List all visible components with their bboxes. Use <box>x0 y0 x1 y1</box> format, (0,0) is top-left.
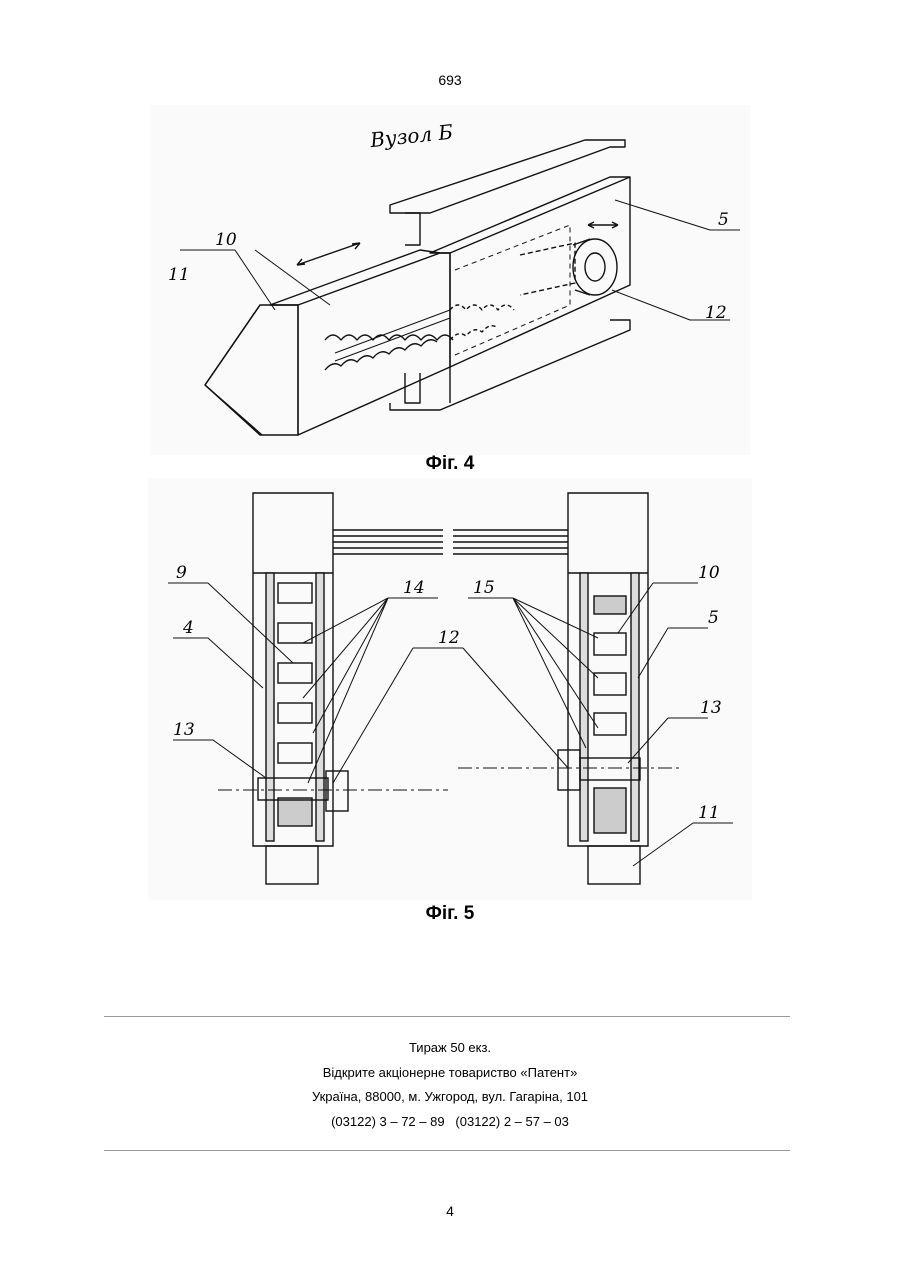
imprint-address: Україна, 88000, м. Ужгород, вул. Гагарін… <box>0 1085 900 1110</box>
fig5-label-12: 12 <box>438 628 460 648</box>
fig4-label-5: 5 <box>718 210 729 230</box>
imprint-bottom-rule <box>104 1150 790 1151</box>
figure-5-drawing: 9 4 13 14 12 15 10 5 13 11 <box>148 478 752 900</box>
imprint-phones: (03122) 3 – 72 – 89 (03122) 2 – 57 – 03 <box>0 1110 900 1135</box>
figure-4-caption: Фіг. 4 <box>0 453 900 475</box>
page-number-top: 693 <box>0 72 900 88</box>
figure-4-drawing: Вузол Б 10 11 5 12 <box>150 105 750 455</box>
fig4-label-10: 10 <box>215 230 237 250</box>
fig5-label-15: 15 <box>473 578 495 598</box>
fig5-label-10: 10 <box>698 563 720 583</box>
imprint-top-rule <box>104 1016 790 1017</box>
fig5-label-13-left: 13 <box>173 720 195 740</box>
fig5-label-5: 5 <box>708 608 719 628</box>
fig5-label-4: 4 <box>182 618 194 638</box>
page-number-bottom: 4 <box>0 1203 900 1219</box>
fig5-label-14: 14 <box>403 578 425 598</box>
fig4-label-11: 11 <box>168 265 190 285</box>
fig5-label-13-right: 13 <box>700 698 722 718</box>
fig4-label-12: 12 <box>705 303 727 323</box>
fig5-label-9: 9 <box>176 563 187 583</box>
left-plate <box>266 573 274 841</box>
imprint-publisher: Відкрите акціонерне товариство «Патент» <box>0 1061 900 1086</box>
fig5-label-11: 11 <box>698 803 720 823</box>
imprint-block: Тираж 50 екз. Відкрите акціонерне товари… <box>0 1036 900 1134</box>
figure-5-caption: Фіг. 5 <box>0 903 900 925</box>
imprint-print-run: Тираж 50 екз. <box>0 1036 900 1061</box>
